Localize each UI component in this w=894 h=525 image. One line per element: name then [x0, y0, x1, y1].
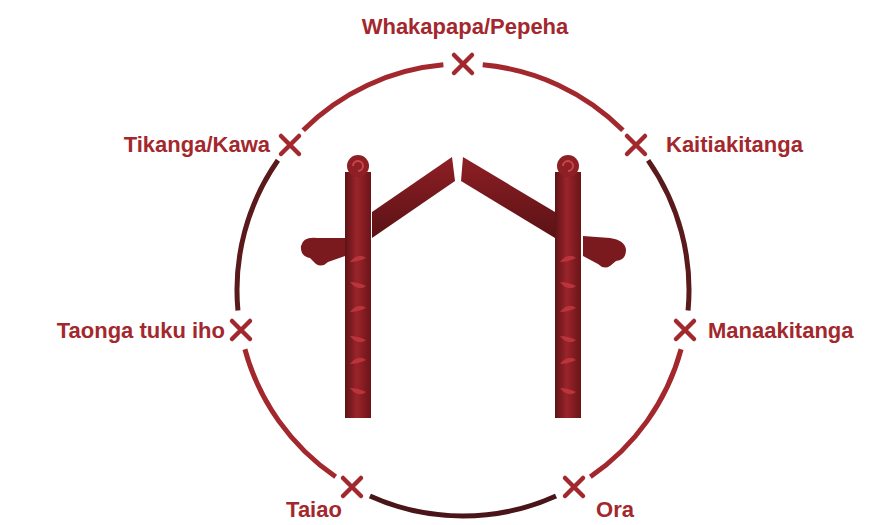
carving-pattern — [350, 256, 576, 395]
koru-spiral — [563, 161, 573, 171]
cross-marker — [565, 478, 583, 496]
poupou-post — [345, 172, 371, 418]
cross-marker — [676, 321, 694, 339]
arc — [186, 13, 741, 525]
cross-markers — [232, 55, 694, 496]
raparapa — [301, 238, 345, 266]
post-knob — [557, 155, 579, 177]
arc — [149, 0, 777, 525]
arc — [148, 0, 778, 525]
cross-marker — [627, 136, 645, 154]
value-label: Ora — [596, 497, 634, 523]
arc — [218, 45, 708, 525]
poupou-post — [555, 172, 581, 418]
value-label: Taiao — [286, 497, 342, 523]
value-label: Kaitiakitanga — [666, 132, 803, 158]
cross-marker — [454, 55, 472, 73]
value-label: Whakapapa/Pepeha — [362, 14, 569, 40]
arc — [217, 44, 708, 525]
cross-marker — [281, 136, 299, 154]
value-label: Manaakitanga — [708, 318, 854, 344]
cross-marker — [343, 478, 361, 496]
arc — [143, 0, 782, 525]
circle-arcs — [143, 0, 782, 525]
arc — [164, 0, 762, 525]
value-label: Tikanga/Kawa — [124, 132, 270, 158]
value-label: Taonga tuku iho — [57, 318, 225, 344]
maihi-board — [372, 157, 455, 238]
raparapa — [583, 236, 626, 268]
maihi-board — [461, 157, 555, 238]
cross-marker — [232, 321, 250, 339]
post-knob — [347, 155, 369, 177]
koru-spiral — [353, 161, 363, 171]
